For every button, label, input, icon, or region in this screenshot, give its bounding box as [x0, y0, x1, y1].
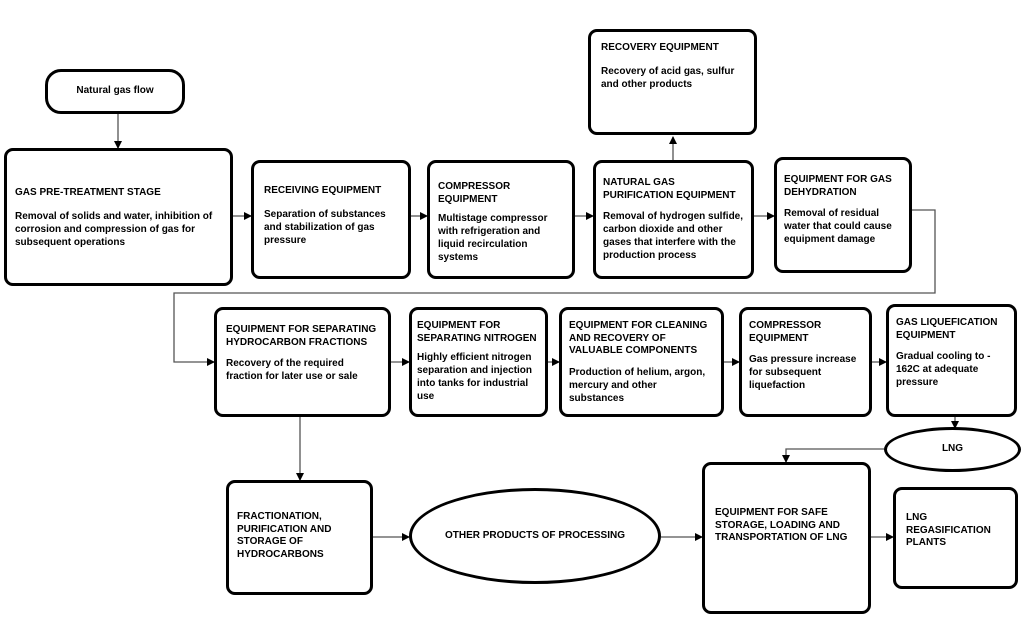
gas-dehydration-title: EQUIPMENT FOR GAS DEHYDRATION: [784, 174, 892, 198]
lng-storage-label: EQUIPMENT FOR SAFE STORAGE, LOADING AND …: [715, 507, 848, 543]
lng-storage-box: EQUIPMENT FOR SAFE STORAGE, LOADING AND …: [702, 462, 871, 614]
cleaning-recovery-desc: Production of helium, argon, mercury and…: [569, 366, 706, 404]
receiving-equipment-desc: Separation of substances and stabilizati…: [264, 208, 386, 246]
gas-pretreatment-desc: Removal of solids and water, inhibition …: [15, 210, 213, 248]
hydrocarbon-separation-box: EQUIPMENT FOR SEPARATING HYDROCARBON FRA…: [214, 307, 391, 417]
recovery-equipment-desc: Recovery of acid gas, sulfur and other p…: [601, 65, 735, 90]
gas-pretreatment-title: GAS PRE-TREATMENT STAGE: [15, 187, 161, 198]
other-products-node: OTHER PRODUCTS OF PROCESSING: [409, 488, 661, 584]
compressor-equipment-1-box: COMPRESSOR EQUIPMENT Multistage compress…: [427, 160, 575, 279]
other-products-label: OTHER PRODUCTS OF PROCESSING: [444, 529, 625, 541]
recovery-equipment-title: RECOVERY EQUIPMENT: [601, 42, 719, 53]
gas-dehydration-desc: Removal of residual water that could cau…: [784, 208, 892, 245]
arrow-dehydration-to-hcseparation: [173, 209, 936, 366]
nitrogen-separation-title: EQUIPMENT FOR SEPARATING NITROGEN: [417, 320, 537, 344]
recovery-equipment-box: RECOVERY EQUIPMENT Recovery of acid gas,…: [588, 29, 757, 135]
hydrocarbon-separation-desc: Recovery of the required fraction for la…: [226, 358, 358, 382]
lng-regasification-label: LNG REGASIFICATION PLANTS: [906, 512, 991, 548]
compressor-equipment-2-box: COMPRESSOR EQUIPMENT Gas pressure increa…: [739, 307, 872, 417]
lng-regasification-box: LNG REGASIFICATION PLANTS: [893, 487, 1018, 589]
gas-liquefication-desc: Gradual cooling to - 162C at adequate pr…: [896, 351, 991, 388]
cleaning-recovery-title: EQUIPMENT FOR CLEANING AND RECOVERY OF V…: [569, 320, 708, 356]
gas-pretreatment-box: GAS PRE-TREATMENT STAGE Removal of solid…: [4, 148, 233, 286]
gas-purification-desc: Removal of hydrogen sulfide, carbon diox…: [603, 211, 744, 261]
nitrogen-separation-desc: Highly efficient nitrogen separation and…: [417, 352, 533, 402]
gas-purification-box: NATURAL GAS PURIFICATION EQUIPMENT Remov…: [593, 160, 754, 279]
gas-dehydration-box: EQUIPMENT FOR GAS DEHYDRATION Removal of…: [774, 157, 912, 273]
compressor-equipment-2-desc: Gas pressure increase for subsequent liq…: [749, 354, 857, 391]
compressor-equipment-2-title: COMPRESSOR EQUIPMENT: [749, 320, 822, 344]
lng-node: LNG: [884, 427, 1021, 472]
lng-label: LNG: [941, 443, 964, 455]
natural-gas-flow-label: Natural gas flow: [76, 85, 154, 97]
fractionation-label: FRACTIONATION, PURIFICATION AND STORAGE …: [237, 511, 332, 560]
receiving-equipment-box: RECEIVING EQUIPMENT Separation of substa…: [251, 160, 411, 279]
natural-gas-flow-node: Natural gas flow: [45, 69, 185, 114]
gas-purification-title: NATURAL GAS PURIFICATION EQUIPMENT: [603, 177, 736, 201]
nitrogen-separation-box: EQUIPMENT FOR SEPARATING NITROGEN Highly…: [409, 307, 548, 417]
cleaning-recovery-box: EQUIPMENT FOR CLEANING AND RECOVERY OF V…: [559, 307, 724, 417]
hydrocarbon-separation-title: EQUIPMENT FOR SEPARATING HYDROCARBON FRA…: [226, 324, 377, 348]
receiving-equipment-title: RECEIVING EQUIPMENT: [264, 185, 382, 196]
compressor-equipment-1-desc: Multistage compressor with refrigeration…: [438, 213, 548, 263]
arrow-lng-to-storage: [782, 448, 884, 463]
fractionation-box: FRACTIONATION, PURIFICATION AND STORAGE …: [226, 480, 373, 595]
gas-liquefication-title: GAS LIQUEFICATION EQUIPMENT: [896, 317, 998, 341]
compressor-equipment-1-title: COMPRESSOR EQUIPMENT: [438, 181, 511, 205]
gas-liquefication-box: GAS LIQUEFICATION EQUIPMENT Gradual cool…: [886, 304, 1017, 417]
